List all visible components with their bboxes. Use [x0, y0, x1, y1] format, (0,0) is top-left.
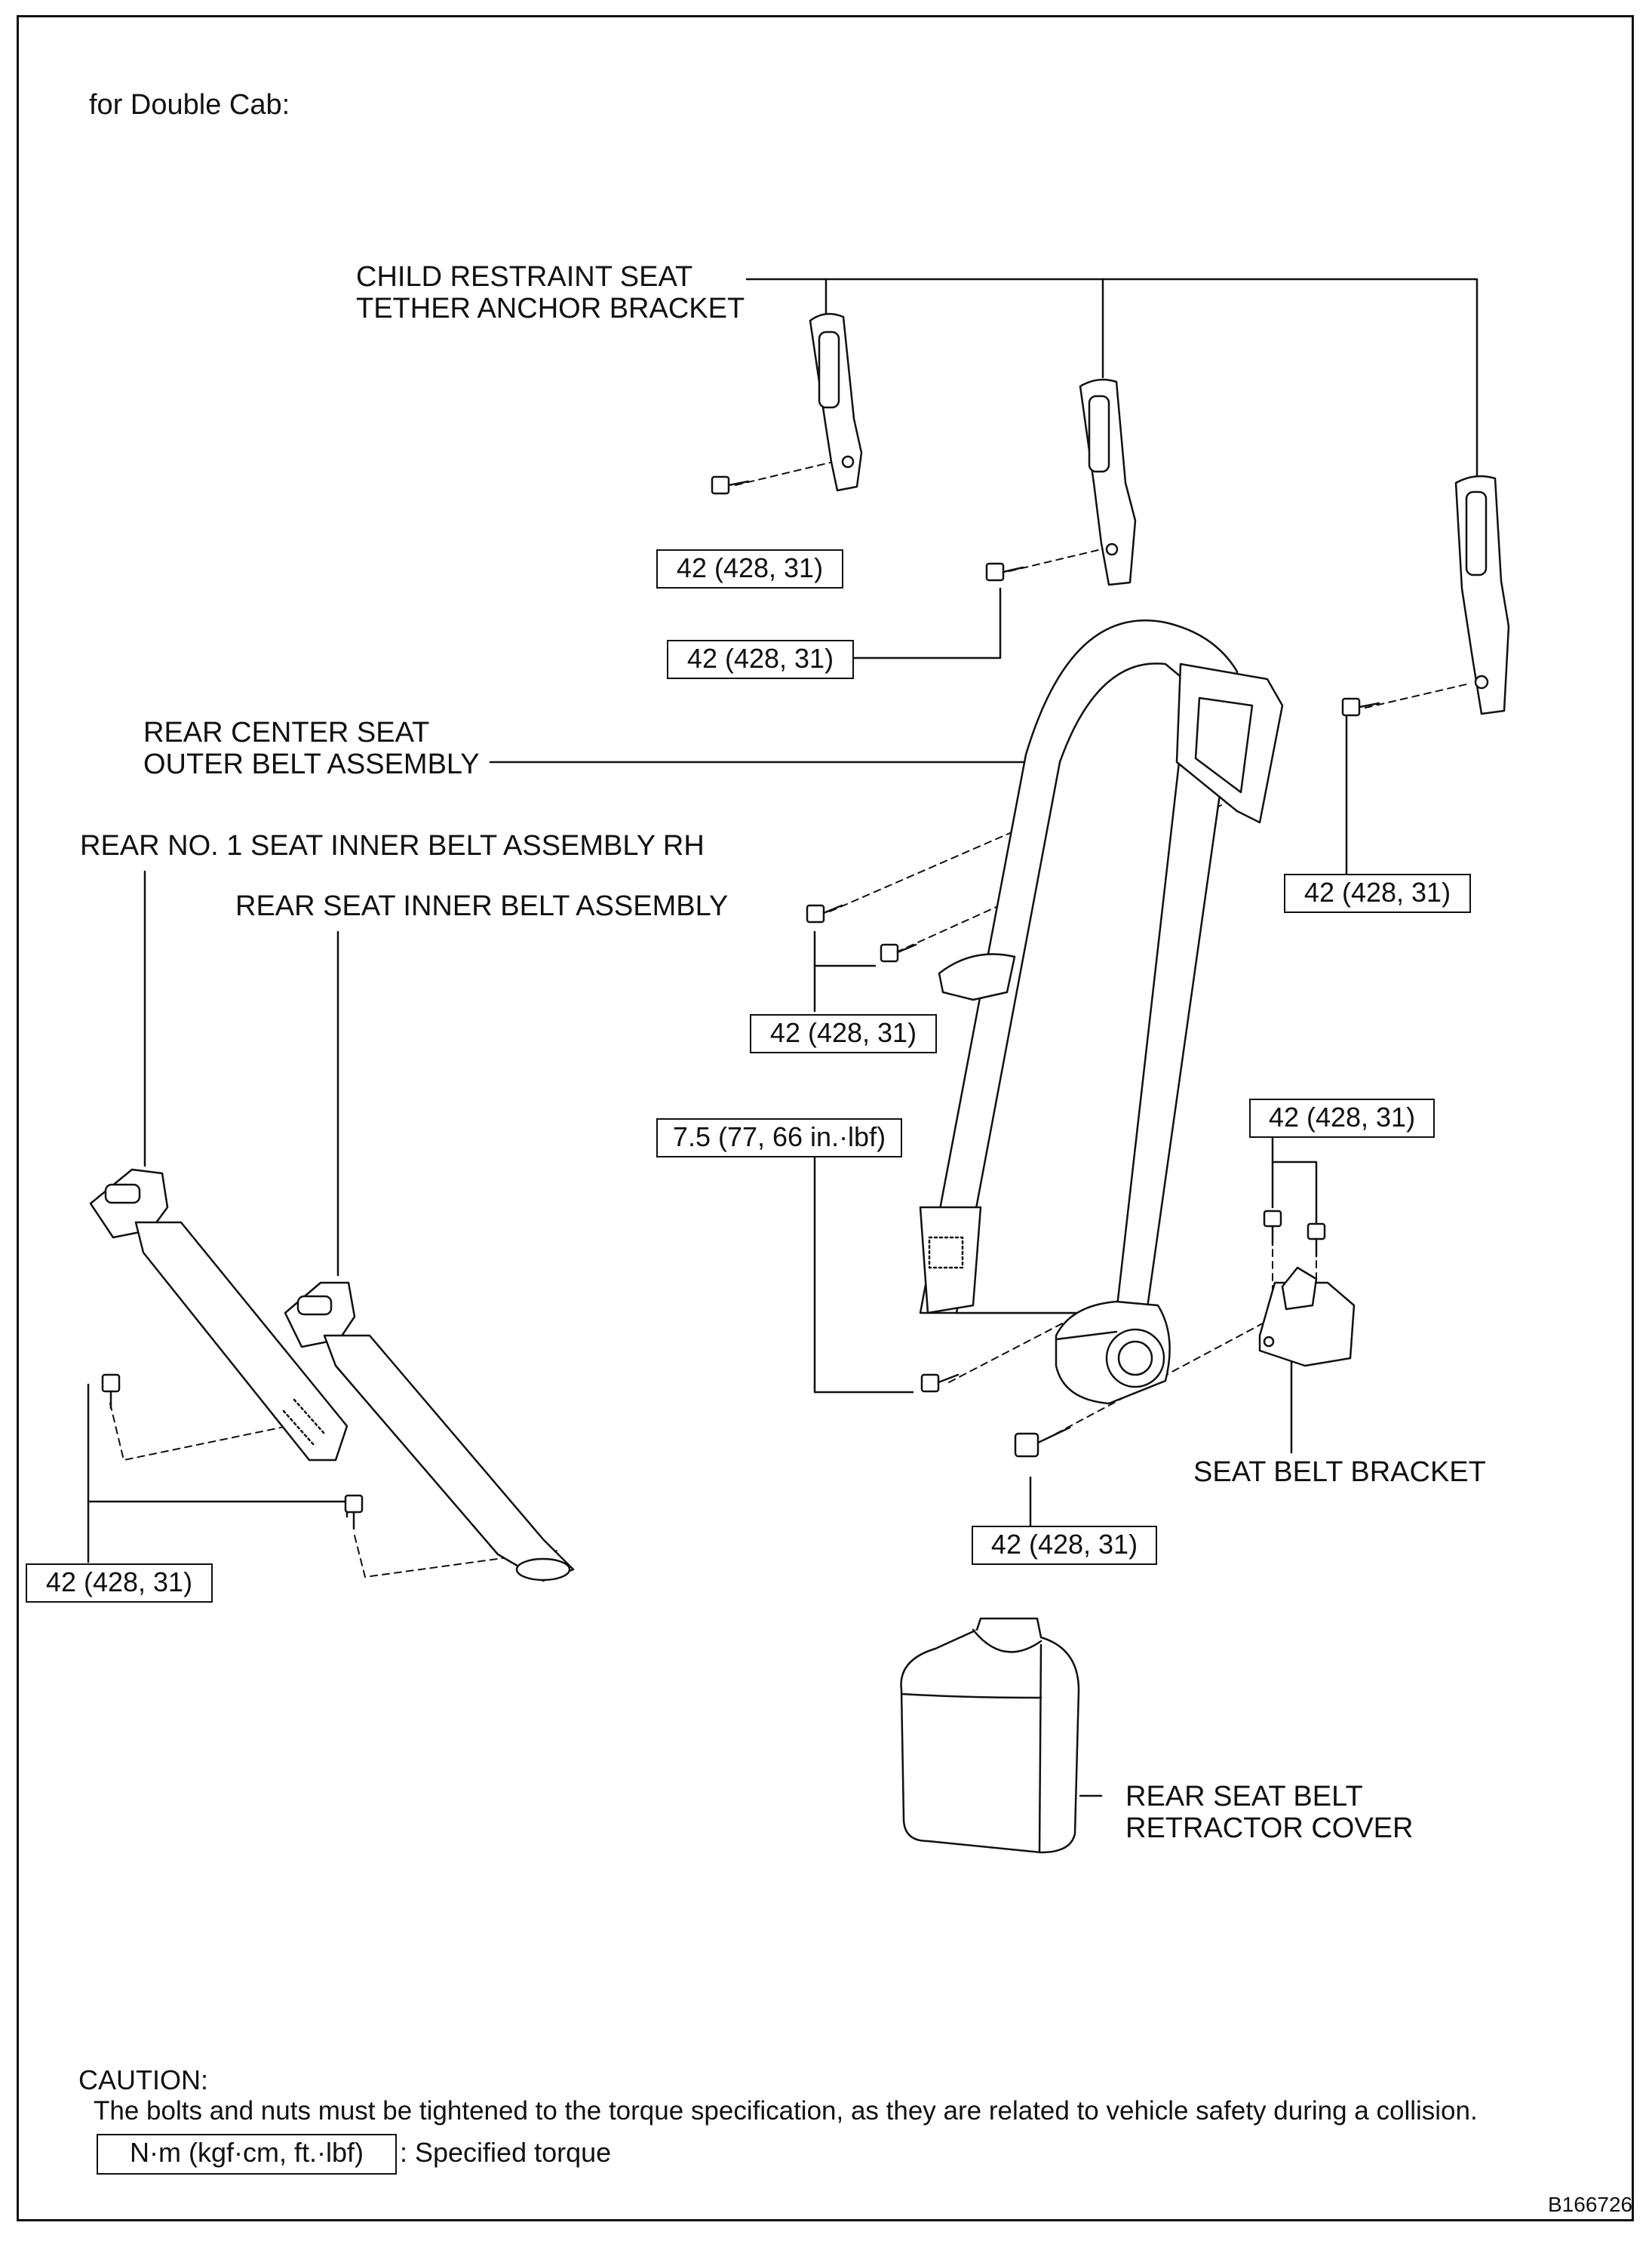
bolt-retractor: [1014, 1426, 1071, 1458]
bolt-anchor-left: [711, 475, 750, 495]
torque-box-bracket-top: 42 (428, 31): [1249, 1099, 1435, 1138]
retractor-cover-label-2: RETRACTOR COVER: [1125, 1812, 1414, 1844]
bolt-anchor-right: [1341, 697, 1380, 717]
retractor-cover-label-1: REAR SEAT BELT: [1125, 1781, 1363, 1812]
diagram-frame: [17, 15, 1634, 2221]
tether-anchor-bracket-mid: [1079, 378, 1137, 586]
bolt-inner-b: [344, 1494, 364, 1530]
rear-seat-inner-belt: [284, 1281, 575, 1582]
bolt-guide: [920, 1373, 960, 1393]
seat-belt-bracket-drawing: [1258, 1266, 1356, 1367]
figure-id: B166726: [1548, 2193, 1633, 2216]
rear-center-label-2: OUTER BELT ASSEMBLY: [143, 749, 480, 780]
bolt-bracket-b: [1307, 1222, 1326, 1258]
tether-anchor-bracket-right: [1454, 475, 1510, 715]
torque-box-center-upper: 42 (428, 31): [750, 1014, 937, 1053]
rear-center-label-1: REAR CENTER SEAT: [143, 717, 430, 749]
seat-belt-bracket-label: SEAT BELT BRACKET: [1193, 1456, 1486, 1488]
bolts: [101, 475, 1380, 1530]
child-restraint-label-2: TETHER ANCHOR BRACKET: [356, 293, 745, 324]
caution-text: The bolts and nuts must be tightened to …: [94, 2096, 1478, 2126]
torque-box-anchor-right: 42 (428, 31): [1284, 874, 1471, 913]
variant-label: for Double Cab:: [89, 89, 290, 121]
bolt-anchor-mid: [985, 562, 1024, 582]
torque-box-anchor-mid: 42 (428, 31): [667, 640, 854, 679]
caution-title: CAUTION:: [78, 2064, 209, 2095]
rear-seat-belt-retractor-cover: [900, 1617, 1080, 1854]
rear-seat-inner-belt-label: REAR SEAT INNER BELT ASSEMBLY: [235, 890, 729, 922]
bolt-bracket-a: [1263, 1210, 1282, 1247]
rear-center-seat-outer-belt-assembly: [919, 619, 1284, 1405]
bolt-center-upper-b: [880, 943, 917, 963]
legend-meaning: : Specified torque: [400, 2137, 612, 2168]
bolt-inner-a: [101, 1373, 121, 1409]
rear-no1-inner-belt-label: REAR NO. 1 SEAT INNER BELT ASSEMBLY RH: [80, 830, 705, 862]
torque-box-retractor-bolt: 42 (428, 31): [972, 1526, 1157, 1565]
tether-anchor-bracket-left: [809, 312, 863, 492]
torque-box-guide-bolt: 7.5 (77, 66 in.·lbf): [656, 1118, 902, 1157]
torque-box-anchor-left: 42 (428, 31): [656, 549, 843, 589]
rear-no1-seat-inner-belt-rh: [89, 1168, 349, 1462]
torque-box-inner-belts: 42 (428, 31): [26, 1563, 213, 1603]
legend-unit-box: N·m (kgf·cm, ft.·lbf): [97, 2134, 397, 2175]
bolt-center-upper-a: [806, 904, 843, 924]
child-restraint-label-1: CHILD RESTRAINT SEAT: [356, 261, 693, 293]
